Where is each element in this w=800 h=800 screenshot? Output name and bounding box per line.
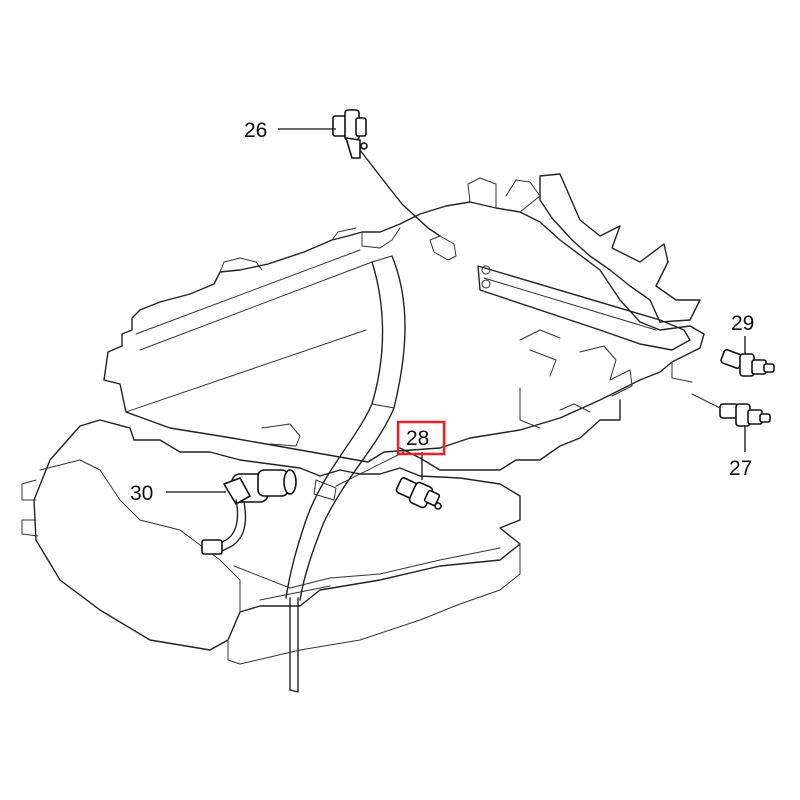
part-27-sensor bbox=[691, 393, 771, 427]
part-26-sender bbox=[332, 109, 457, 261]
callout-30: 30 bbox=[130, 482, 153, 505]
callout-28: 28 bbox=[406, 427, 429, 450]
leader-lines bbox=[166, 128, 746, 493]
part-29-sensor bbox=[671, 349, 775, 383]
highlight-box-28 bbox=[396, 420, 446, 456]
engine-block-outline bbox=[21, 173, 705, 693]
part-30-solenoid bbox=[201, 469, 297, 555]
callout-26: 26 bbox=[244, 119, 267, 142]
part-28-switch bbox=[395, 477, 442, 510]
coolant-hose bbox=[285, 255, 406, 601]
callout-27: 27 bbox=[729, 457, 752, 480]
callout-29: 29 bbox=[731, 312, 754, 335]
